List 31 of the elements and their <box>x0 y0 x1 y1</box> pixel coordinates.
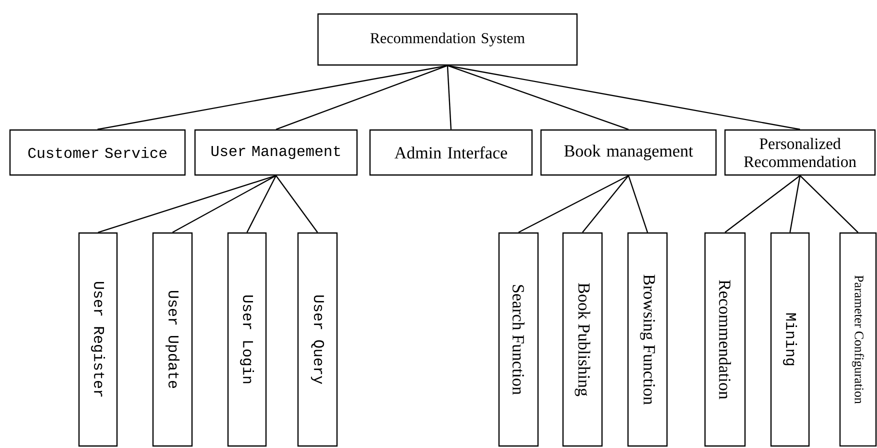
connector-line <box>447 65 800 130</box>
connector-line <box>789 176 801 232</box>
connector-line <box>518 175 629 233</box>
connector-line <box>172 175 276 233</box>
module-box: User Management <box>194 129 358 176</box>
module-box: Customer Service <box>9 129 186 176</box>
connector-line <box>246 175 277 233</box>
connector-line <box>628 175 648 233</box>
connector-line <box>276 65 448 130</box>
connector-line <box>447 65 629 130</box>
function-box: User Register <box>78 232 118 447</box>
module-box: Personalized Recommendation <box>724 129 876 176</box>
function-box: Recommendation <box>704 232 746 447</box>
function-box: Parameter Configuration <box>839 232 877 447</box>
connector-line <box>98 175 276 233</box>
function-box: User Login <box>227 232 267 447</box>
module-box: Book management <box>540 129 717 176</box>
connector-line <box>582 175 629 233</box>
function-box: Browsing Function <box>627 232 668 447</box>
connector-line <box>800 175 858 233</box>
function-box: User Update <box>152 232 193 447</box>
system-box: Recommendation System <box>317 13 578 66</box>
connector-line <box>724 175 800 233</box>
function-box: Book Publishing <box>562 232 603 447</box>
module-box: Admin Interface <box>369 129 533 176</box>
connector-line <box>446 66 452 130</box>
function-box: User Query <box>297 232 338 447</box>
function-box: Search Function <box>498 232 539 447</box>
function-box: Mining <box>770 232 810 447</box>
connector-line <box>97 65 448 130</box>
connector-line <box>276 175 318 233</box>
